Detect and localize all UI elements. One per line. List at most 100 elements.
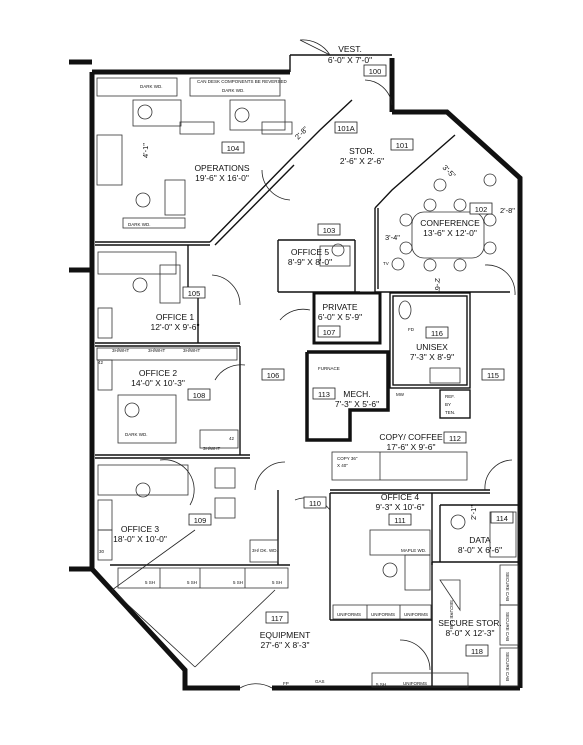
dim-2-8-b: 2'-8"	[500, 206, 515, 215]
shelf-3: 5 SH	[233, 580, 243, 585]
data-num: 114	[496, 514, 508, 523]
conference-dim: 13'-6" X 12'-0"	[423, 228, 477, 238]
secure-name: SECURE STOR.	[438, 618, 502, 628]
stor-name: STOR.	[349, 146, 375, 156]
shelf-2: 5 SH	[187, 580, 197, 585]
office4-name: OFFICE 4	[381, 492, 420, 502]
secure-cab-1: SECURE CAB	[449, 600, 454, 629]
data-name: DATA	[469, 535, 491, 545]
private-name: PRIVATE	[322, 302, 357, 312]
operations-num: 104	[227, 144, 240, 153]
gas-label: GAS	[315, 679, 325, 684]
uniform-4: UNIFORMS	[403, 681, 427, 686]
office3-dim: 18'-0" X 10'-0"	[113, 534, 167, 544]
secure-cab-2: SECURE CAB	[505, 572, 510, 601]
office3-num: 109	[194, 516, 207, 525]
uniform-3: UNIFORMS	[404, 612, 428, 617]
office1-num: 105	[188, 289, 201, 298]
room115-num: 115	[487, 371, 499, 380]
dim-4-1: 4'-1"	[141, 143, 150, 158]
ref-3: TEN.	[445, 410, 455, 415]
secure-cab-3: SECURE CAB	[505, 612, 510, 641]
ref-1: REF.	[445, 394, 455, 399]
note-dark-wd-2: DARK WD.	[222, 88, 245, 93]
dim-3-4: 3'-4"	[385, 233, 400, 242]
data-dim: 8'-0" X 6'-6"	[458, 545, 502, 555]
dim-2-6: 2'-6"	[433, 278, 442, 293]
annotations: CAN DESK COMPONENTS BE REVERSED DARK WD.…	[98, 79, 515, 687]
note-can-desk: CAN DESK COMPONENTS BE REVERSED	[197, 79, 288, 84]
conference-name: CONFERENCE	[420, 218, 480, 228]
note-3h-wht-1: 3H/WHT	[112, 348, 129, 353]
office4-dim: 9'-3" X 10'-6"	[376, 502, 425, 512]
uniform-2: UNIFORMS	[371, 612, 395, 617]
copy-note-2: X 40"	[337, 463, 348, 468]
vest-dim: 6'-0" X 7'-0"	[328, 55, 372, 65]
dim-42-2: 42	[229, 436, 235, 441]
shelf-1: 5 SH	[145, 580, 155, 585]
mech-name: MECH.	[343, 389, 370, 399]
equipment-name: EQUIPMENT	[260, 630, 311, 640]
dim-2-8-a: 2'-8"	[293, 124, 310, 141]
dim-42-1: 42	[98, 360, 104, 365]
note-3h-wht-4: 3H/WHT	[203, 446, 220, 451]
dim-3-5: 3'-5"	[441, 163, 458, 180]
operations-dim: 19'-6" X 16'-0"	[195, 173, 249, 183]
office2-dim: 14'-0" X 10'-3"	[131, 378, 185, 388]
equipment-num: 117	[271, 614, 283, 623]
uniform-1: UNIFORMS	[337, 612, 361, 617]
office5-num: 103	[323, 226, 336, 235]
fp-label: FP	[283, 681, 289, 686]
operations-name: OPERATIONS	[194, 163, 249, 173]
office3-name: OFFICE 3	[121, 524, 160, 534]
note-dark-wd-1: DARK WD.	[140, 84, 163, 89]
dim-2-1: 2'-1"	[469, 505, 478, 520]
tv-label: TV	[383, 261, 389, 266]
doors	[111, 39, 516, 689]
note-dark-wd-3: DARK WD.	[128, 222, 151, 227]
copy-dim: 17'-6" X 9'-6"	[387, 442, 436, 452]
equipment-dim: 27'-6" X 8'-3"	[261, 640, 310, 650]
copy-note-1: COPY 36"	[337, 456, 358, 461]
note-dark-wd-4: DARK WD.	[125, 432, 148, 437]
dim-30: 30	[99, 549, 105, 554]
stor-num: 101	[396, 141, 409, 150]
note-3h-wht-3: 3H/WHT	[183, 348, 200, 353]
mech-num: 113	[318, 390, 330, 399]
vest-name: VEST.	[338, 44, 362, 54]
stor-sub-num: 101A	[337, 124, 355, 133]
unisex-num: 116	[431, 329, 443, 338]
unisex-dim: 7'-3" X 8'-9"	[410, 352, 454, 362]
office5-name: OFFICE 5	[291, 247, 330, 257]
furnace-label: FURNACE	[318, 366, 340, 371]
office2-num: 108	[193, 391, 206, 400]
hall-num: 106	[267, 371, 280, 380]
stor-dim: 2'-6" X 2'-6"	[340, 156, 384, 166]
secure-dim: 8'-0" X 12'-3"	[446, 628, 495, 638]
unisex-name: UNISEX	[416, 342, 448, 352]
mw-label: MW	[396, 392, 405, 397]
shelf-4: 5 SH	[272, 580, 282, 585]
shelf-5: 5 SH	[376, 682, 386, 687]
fd-label: FD	[408, 327, 415, 332]
corridor-num: 110	[309, 499, 321, 508]
mech-dim: 7'-3" X 5'-6"	[335, 399, 379, 409]
ref-2: BY	[445, 402, 451, 407]
office1-dim: 12'-0" X 9'-6"	[151, 322, 200, 332]
copy-name: COPY/ COFFEE	[379, 432, 443, 442]
office2-name: OFFICE 2	[139, 368, 178, 378]
conference-num: 102	[475, 205, 488, 214]
exterior-walls	[69, 54, 523, 691]
office1-name: OFFICE 1	[156, 312, 195, 322]
office5-dim: 8'-9" X 8'-0"	[288, 257, 332, 267]
room-labels: VEST. 6'-0" X 7'-0" 100 STOR. 2'-6" X 2'…	[113, 44, 514, 657]
secure-cab-4: SECURE CAB	[505, 652, 510, 681]
copy-num: 112	[449, 434, 461, 443]
furniture	[96, 77, 519, 688]
office4-num: 111	[394, 516, 405, 525]
vest-num: 100	[369, 67, 382, 76]
note-3h-dk-wd: 3H/ DK. WD.	[252, 548, 278, 553]
note-3h-wht-2: 3H/WHT	[148, 348, 165, 353]
private-dim: 6'-0" X 5'-9"	[318, 312, 362, 322]
